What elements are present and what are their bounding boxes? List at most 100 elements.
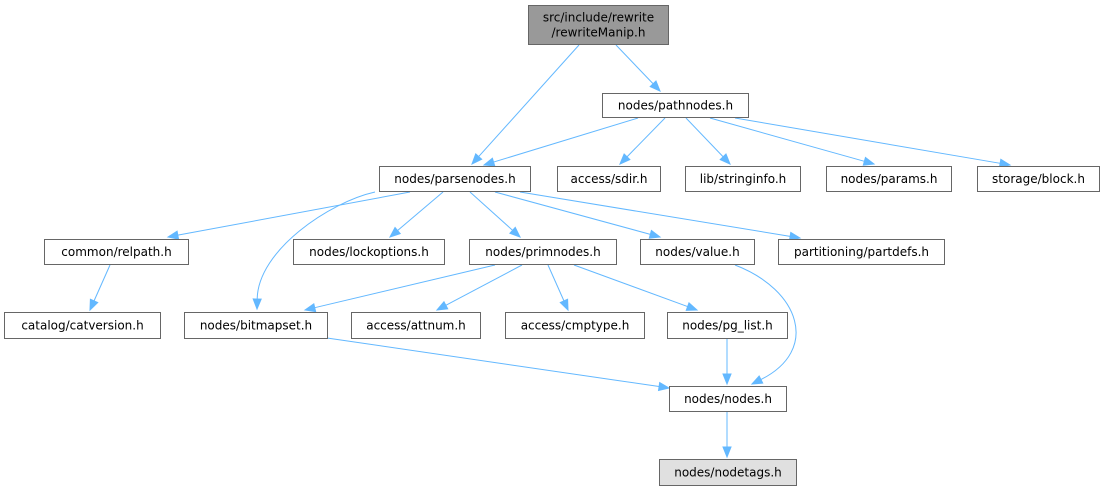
node-box xyxy=(505,312,645,339)
node-pg_list[interactable]: nodes/pg_list.h xyxy=(667,312,788,339)
node-attnum[interactable]: access/attnum.h xyxy=(351,312,481,339)
node-label: src/include/rewrite xyxy=(543,11,654,25)
node-label: nodes/parsenodes.h xyxy=(394,172,515,186)
node-label: nodes/pg_list.h xyxy=(682,319,773,333)
edge-parsenodes-to-partdefs xyxy=(519,191,802,241)
edge-line xyxy=(547,264,565,302)
node-box xyxy=(351,312,481,339)
edges-layer xyxy=(89,44,1012,459)
edge-line xyxy=(573,264,688,308)
node-box xyxy=(640,239,755,265)
edge-line xyxy=(734,117,1001,164)
arrowhead-icon xyxy=(559,298,569,312)
edge-line xyxy=(93,264,111,302)
arrowhead-icon xyxy=(685,301,699,311)
edge-primnodes-to-bitmapset xyxy=(303,264,496,313)
edge-line xyxy=(256,191,376,300)
arrowhead-icon xyxy=(166,230,180,240)
node-cmptype[interactable]: access/cmptype.h xyxy=(505,312,645,339)
arrowhead-icon xyxy=(435,300,449,311)
node-box xyxy=(659,459,797,486)
node-pathnodes[interactable]: nodes/pathnodes.h xyxy=(602,93,749,118)
node-nodes[interactable]: nodes/nodes.h xyxy=(669,386,787,412)
edge-relpath-to-catversion xyxy=(89,264,111,312)
node-label: nodes/pathnodes.h xyxy=(618,99,733,113)
nodes-layer: src/include/rewrite/rewriteManip.h nodes/… xyxy=(4,5,1100,486)
node-sdir[interactable]: access/sdir.h xyxy=(557,166,661,192)
node-box xyxy=(557,166,661,192)
node-rewriteManip[interactable]: src/include/rewrite/rewriteManip.h xyxy=(528,5,669,45)
edge-pathnodes-to-parsenodes xyxy=(482,117,639,167)
edge-line xyxy=(734,264,797,380)
edge-line xyxy=(326,337,660,388)
arrowhead-icon xyxy=(722,446,732,459)
edge-pathnodes-to-stringinfo xyxy=(685,117,731,165)
arrowhead-icon xyxy=(722,373,732,386)
node-label: catalog/catversion.h xyxy=(21,319,143,333)
edge-rewriteManip-to-parsenodes xyxy=(471,44,580,166)
edge-line xyxy=(397,191,444,231)
node-label: nodes/nodes.h xyxy=(684,392,772,406)
edge-line xyxy=(177,191,411,236)
arrowhead-icon xyxy=(471,153,483,166)
node-relpath[interactable]: common/relpath.h xyxy=(44,239,189,265)
node-label: access/attnum.h xyxy=(366,319,466,333)
node-block[interactable]: storage/block.h xyxy=(977,166,1100,192)
node-params[interactable]: nodes/params.h xyxy=(826,166,952,192)
edge-primnodes-to-cmptype xyxy=(547,264,569,312)
arrowhead-icon xyxy=(750,375,764,385)
edge-primnodes-to-attnum xyxy=(435,264,523,311)
node-bitmapset[interactable]: nodes/bitmapset.h xyxy=(184,312,328,339)
node-box xyxy=(469,239,617,265)
edge-line xyxy=(709,117,865,162)
node-box xyxy=(602,93,749,118)
edge-line xyxy=(445,264,523,306)
node-stringinfo[interactable]: lib/stringinfo.h xyxy=(685,166,801,192)
edge-line xyxy=(493,117,639,163)
arrowhead-icon xyxy=(482,157,496,167)
edge-line xyxy=(494,191,651,235)
node-box xyxy=(528,5,669,45)
edge-nodes-to-nodetags xyxy=(722,412,732,459)
edge-parsenodes-to-value xyxy=(494,191,662,239)
node-box xyxy=(778,239,945,265)
node-box xyxy=(826,166,952,192)
node-label: nodes/value.h xyxy=(655,245,739,259)
arrowhead-icon xyxy=(657,381,671,392)
edge-pathnodes-to-params xyxy=(709,117,876,166)
node-box xyxy=(667,312,788,339)
arrowhead-icon xyxy=(388,226,402,238)
node-label: /rewriteManip.h xyxy=(552,26,646,40)
node-box xyxy=(379,166,531,192)
arrowhead-icon xyxy=(862,156,876,166)
edge-pg_list-to-nodes xyxy=(722,339,732,386)
node-label: nodes/bitmapset.h xyxy=(200,319,312,333)
node-box xyxy=(184,312,328,339)
node-label: partitioning/partdefs.h xyxy=(794,245,929,259)
node-parsenodes[interactable]: nodes/parsenodes.h xyxy=(379,166,531,192)
edge-bitmapset-to-nodes xyxy=(326,337,671,392)
node-primnodes[interactable]: nodes/primnodes.h xyxy=(469,239,617,265)
edge-line xyxy=(478,44,580,157)
node-nodetags[interactable]: nodes/nodetags.h xyxy=(659,459,797,486)
node-label: nodes/params.h xyxy=(841,172,938,186)
node-value[interactable]: nodes/value.h xyxy=(640,239,755,265)
node-label: access/cmptype.h xyxy=(521,319,630,333)
node-catversion[interactable]: catalog/catversion.h xyxy=(4,312,161,339)
node-lockoptions[interactable]: nodes/lockoptions.h xyxy=(293,239,445,265)
edge-line xyxy=(469,191,513,231)
edge-parsenodes-to-bitmapset xyxy=(252,191,376,311)
edge-rewriteManip-to-pathnodes xyxy=(615,44,661,92)
node-label: nodes/lockoptions.h xyxy=(309,245,429,259)
node-partdefs[interactable]: partitioning/partdefs.h xyxy=(778,239,945,265)
node-label: lib/stringinfo.h xyxy=(700,172,787,186)
edge-line xyxy=(314,264,496,309)
arrowhead-icon xyxy=(509,226,522,238)
edge-parsenodes-to-relpath xyxy=(166,191,411,240)
arrowhead-icon xyxy=(649,80,661,92)
node-box xyxy=(977,166,1100,192)
node-label: access/sdir.h xyxy=(571,172,648,186)
edge-line xyxy=(626,117,666,158)
arrowhead-icon xyxy=(303,302,317,313)
